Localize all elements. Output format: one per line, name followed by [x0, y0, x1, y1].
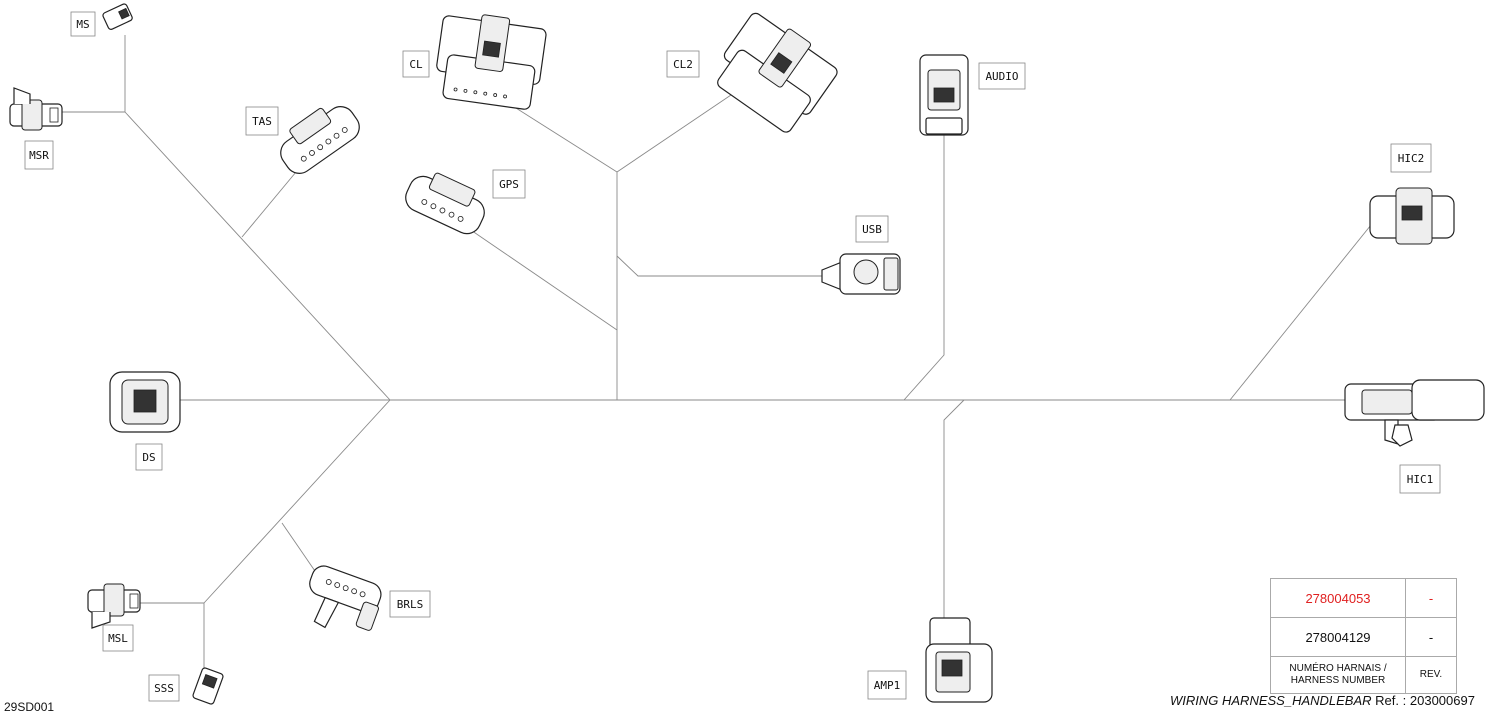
cl2-connector-icon	[717, 12, 838, 133]
wire-audio	[903, 135, 945, 401]
label-tas: TAS	[245, 106, 279, 136]
label-cl: CL	[402, 50, 430, 78]
label-hic1: HIC1	[1399, 464, 1441, 494]
label-amp1: AMP1	[867, 670, 907, 700]
label-msl: MSL	[102, 624, 134, 652]
label-ms: MS	[70, 11, 96, 37]
label-audio-text: AUDIO	[985, 70, 1018, 83]
audio-connector-icon	[919, 54, 969, 136]
label-sss-text: SSS	[154, 682, 174, 695]
usb-connector-icon	[821, 253, 901, 295]
label-tas-text: TAS	[252, 115, 272, 128]
label-hic1-text: HIC1	[1407, 473, 1434, 486]
drawing-title-text: WIRING HARNESS_HANDLEBAR	[1170, 693, 1372, 708]
tas-connector-icon	[280, 106, 360, 174]
label-cl2: CL2	[666, 50, 700, 78]
label-msr: MSR	[24, 140, 54, 170]
harness-number-table: 278004053 - 278004129 - NUMÉRO HARNAIS /…	[1270, 578, 1457, 694]
ms-connector-icon	[102, 3, 133, 30]
drawing-title: WIRING HARNESS_HANDLEBAR Ref. : 20300069…	[1170, 693, 1475, 708]
wire-gps	[461, 223, 618, 331]
hic1-connector-icon	[1344, 379, 1485, 447]
wire-usb	[616, 255, 822, 277]
wire-cl	[507, 102, 618, 173]
revision-header: REV.	[1405, 656, 1457, 694]
label-ms-text: MS	[76, 18, 89, 31]
table-row: 278004053 -	[1270, 578, 1457, 618]
harness-wires	[62, 35, 1376, 668]
label-hic2-text: HIC2	[1398, 152, 1425, 165]
harness-number-header: NUMÉRO HARNAIS / HARNESS NUMBER	[1270, 656, 1406, 694]
msr-connector-icon	[9, 87, 63, 131]
ref-label: Ref. :	[1375, 693, 1407, 708]
wire-hic2	[1229, 219, 1376, 401]
brls-connector-icon	[309, 565, 382, 631]
wire-ms	[124, 35, 391, 401]
revision-cell: -	[1405, 578, 1457, 618]
drawing-code: 29SD001	[4, 700, 55, 714]
label-gps: GPS	[492, 169, 526, 199]
hic2-connector-icon	[1369, 187, 1455, 245]
label-usb-text: USB	[862, 223, 882, 236]
label-msl-text: MSL	[108, 632, 128, 645]
label-ds-text: DS	[142, 451, 155, 464]
label-cl-text: CL	[409, 58, 423, 71]
cl-connector-icon	[436, 14, 547, 110]
label-brls: BRLS	[389, 590, 431, 618]
connector-labels: MS MSR TAS CL CL2 GPS USB AUDIO	[24, 11, 1441, 702]
table-header-row: NUMÉRO HARNAIS / HARNESS NUMBER REV.	[1270, 656, 1457, 694]
label-usb: USB	[855, 215, 889, 243]
label-gps-text: GPS	[499, 178, 519, 191]
harness-number-cell: 278004129	[1270, 617, 1406, 657]
label-amp1-text: AMP1	[874, 679, 901, 692]
label-msr-text: MSR	[29, 149, 49, 162]
revision-cell: -	[1405, 617, 1457, 657]
label-brls-text: BRLS	[397, 598, 424, 611]
label-hic2: HIC2	[1390, 143, 1432, 173]
gps-connector-icon	[405, 172, 485, 235]
label-sss: SSS	[148, 674, 180, 702]
msl-connector-icon	[87, 583, 141, 629]
harness-number-cell: 278004053	[1270, 578, 1406, 618]
label-audio: AUDIO	[978, 62, 1026, 90]
sss-connector-icon	[192, 667, 224, 705]
table-row: 278004129 -	[1270, 617, 1457, 657]
amp1-connector-icon	[925, 617, 993, 703]
ds-connector-icon	[109, 371, 181, 433]
wire-amp1	[943, 399, 965, 618]
label-cl2-text: CL2	[673, 58, 693, 71]
wire-cl2	[616, 94, 732, 173]
ref-value: 203000697	[1409, 693, 1475, 708]
label-ds: DS	[135, 443, 163, 471]
